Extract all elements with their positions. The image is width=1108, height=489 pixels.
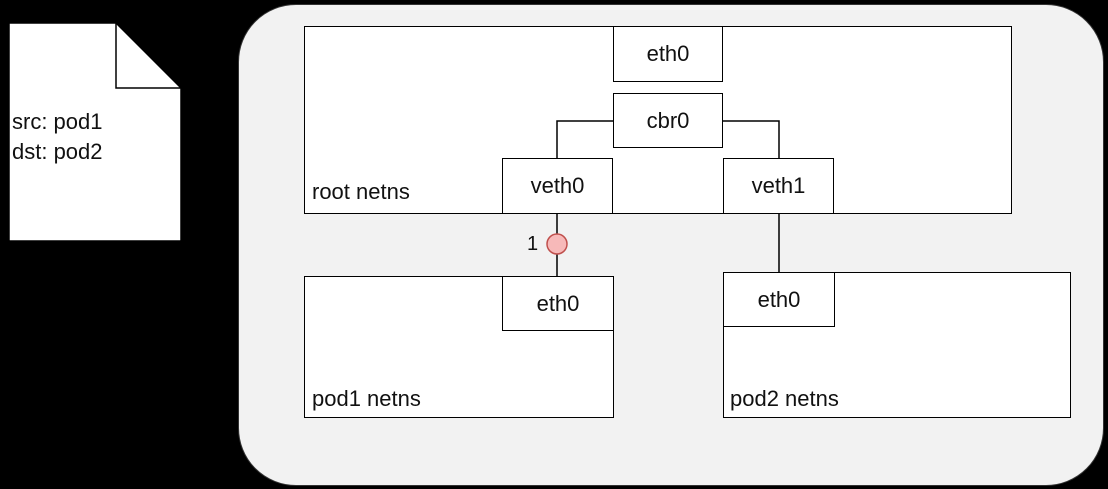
root-netns-label: root netns [312,179,410,204]
pod2-eth0: eth0 [723,272,835,327]
packet-document [8,22,182,242]
veth1: veth1 [723,158,834,214]
pod2-netns-label: pod2 netns [730,386,839,411]
veth0: veth0 [502,158,613,214]
packet-step-label: 1 [527,233,539,255]
bridge-cbr0: cbr0 [613,93,723,148]
packet-src: src: pod1 [12,109,103,134]
root-eth0: eth0 [613,26,723,82]
pod1-netns-label: pod1 netns [312,386,421,411]
pod1-eth0: eth0 [502,276,614,331]
packet-dst: dst: pod2 [12,139,103,164]
